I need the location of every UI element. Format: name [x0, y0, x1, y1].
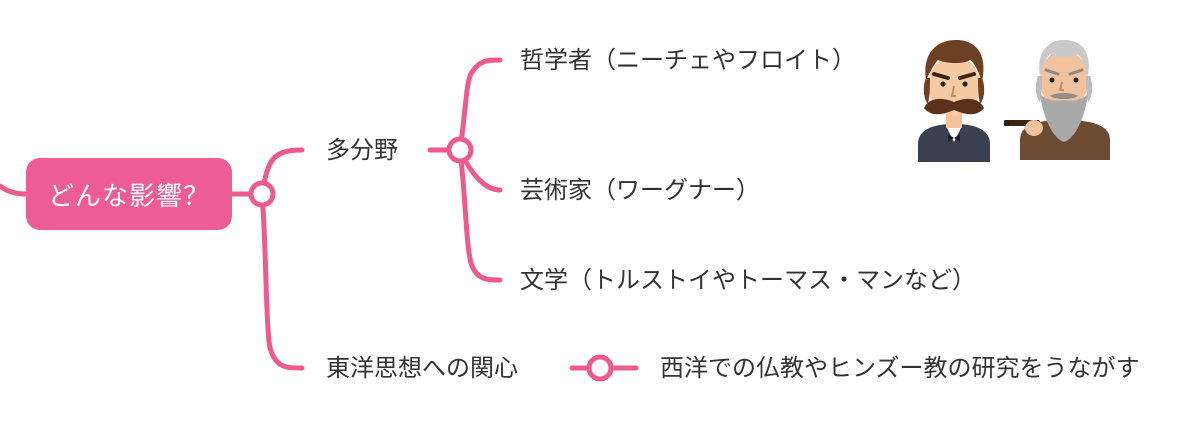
node-literature[interactable]: 文学（トルストイやトーマス・マンなど） [520, 266, 976, 294]
nietzsche-illustration [918, 40, 990, 162]
freud-illustration [1004, 40, 1110, 160]
eastern-joint[interactable] [586, 354, 614, 382]
connector-root-eastern [259, 191, 305, 371]
node-eastern[interactable]: 東洋思想への関心 [326, 354, 518, 382]
connector-fields-literature [457, 147, 503, 283]
node-philosophers[interactable]: 哲学者（ニーチェやフロイト） [520, 46, 856, 74]
node-artists[interactable]: 芸術家（ワーグナー） [520, 176, 760, 204]
root-joint[interactable] [248, 180, 276, 208]
connector-fields-philosophers [457, 57, 503, 153]
connector-root-parent [0, 183, 29, 197]
node-fields[interactable]: 多分野 [326, 136, 398, 164]
node-eastern-child[interactable]: 西洋での仏教やヒンズー教の研究をうながす [660, 354, 1140, 382]
fields-joint[interactable] [446, 136, 474, 164]
root-node[interactable]: どんな影響？ [26, 158, 232, 230]
